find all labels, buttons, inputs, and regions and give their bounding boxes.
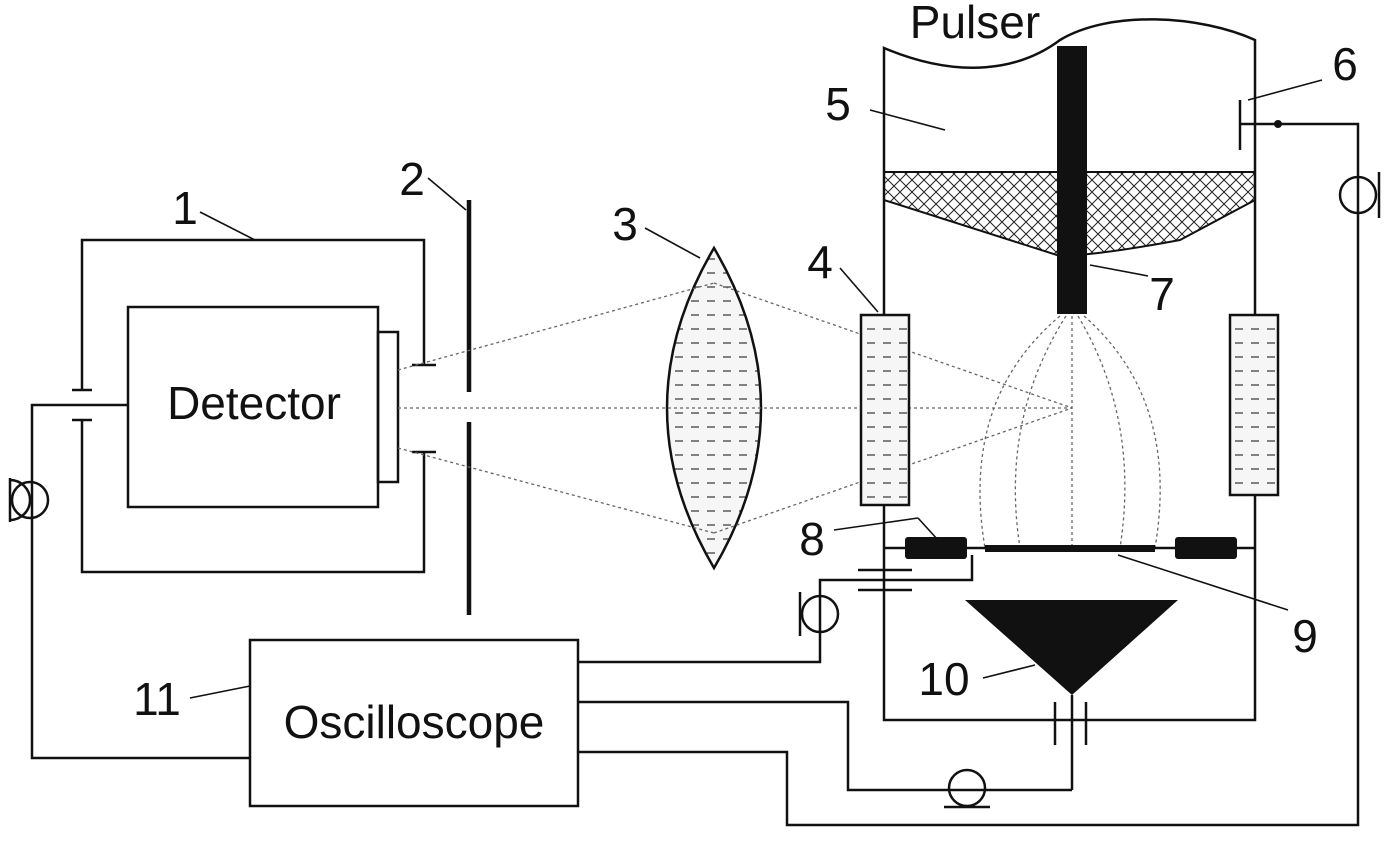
chamber-wall: [882, 18, 1257, 722]
label-7: 7: [1149, 268, 1175, 320]
label-11: 11: [133, 673, 181, 725]
mid-probe-icon: [800, 594, 840, 634]
label-4: 4: [807, 236, 833, 288]
wiring: [578, 100, 1381, 827]
discharge-field-lines: [979, 315, 1161, 549]
label-1: 1: [172, 182, 198, 234]
faraday-cup: [965, 600, 1178, 695]
pulser-label: Pulser: [910, 0, 1040, 48]
leader-lines: [189, 79, 1323, 699]
label-8: 8: [799, 513, 825, 565]
left-probe-icon: [8, 478, 50, 522]
detector-assembly: Detector: [8, 238, 436, 760]
holder-right: [1175, 537, 1237, 559]
label-2: 2: [399, 153, 425, 205]
holder-left: [905, 537, 967, 559]
optical-rays: [397, 282, 1073, 534]
detector-label: Detector: [167, 377, 341, 429]
oscilloscope-label: Oscilloscope: [284, 696, 545, 748]
right-probe-icon: [1338, 175, 1378, 215]
label-10: 10: [918, 653, 969, 705]
loop-1-wire: [80, 238, 436, 574]
window-left: [859, 313, 911, 507]
detector-window: [376, 330, 400, 484]
label-3: 3: [612, 198, 638, 250]
window-right: [1228, 313, 1280, 497]
label-5: 5: [825, 78, 851, 130]
pulser-chamber: [859, 18, 1280, 722]
central-electrode: [1057, 46, 1087, 314]
label-9: 9: [1292, 610, 1318, 662]
oscilloscope-body: [248, 638, 580, 808]
detector-signal-wire: [30, 403, 250, 760]
lens: [665, 245, 763, 571]
sample-plate: [985, 545, 1155, 552]
bottom-probe-icon: [947, 768, 987, 808]
label-6: 6: [1332, 38, 1358, 90]
